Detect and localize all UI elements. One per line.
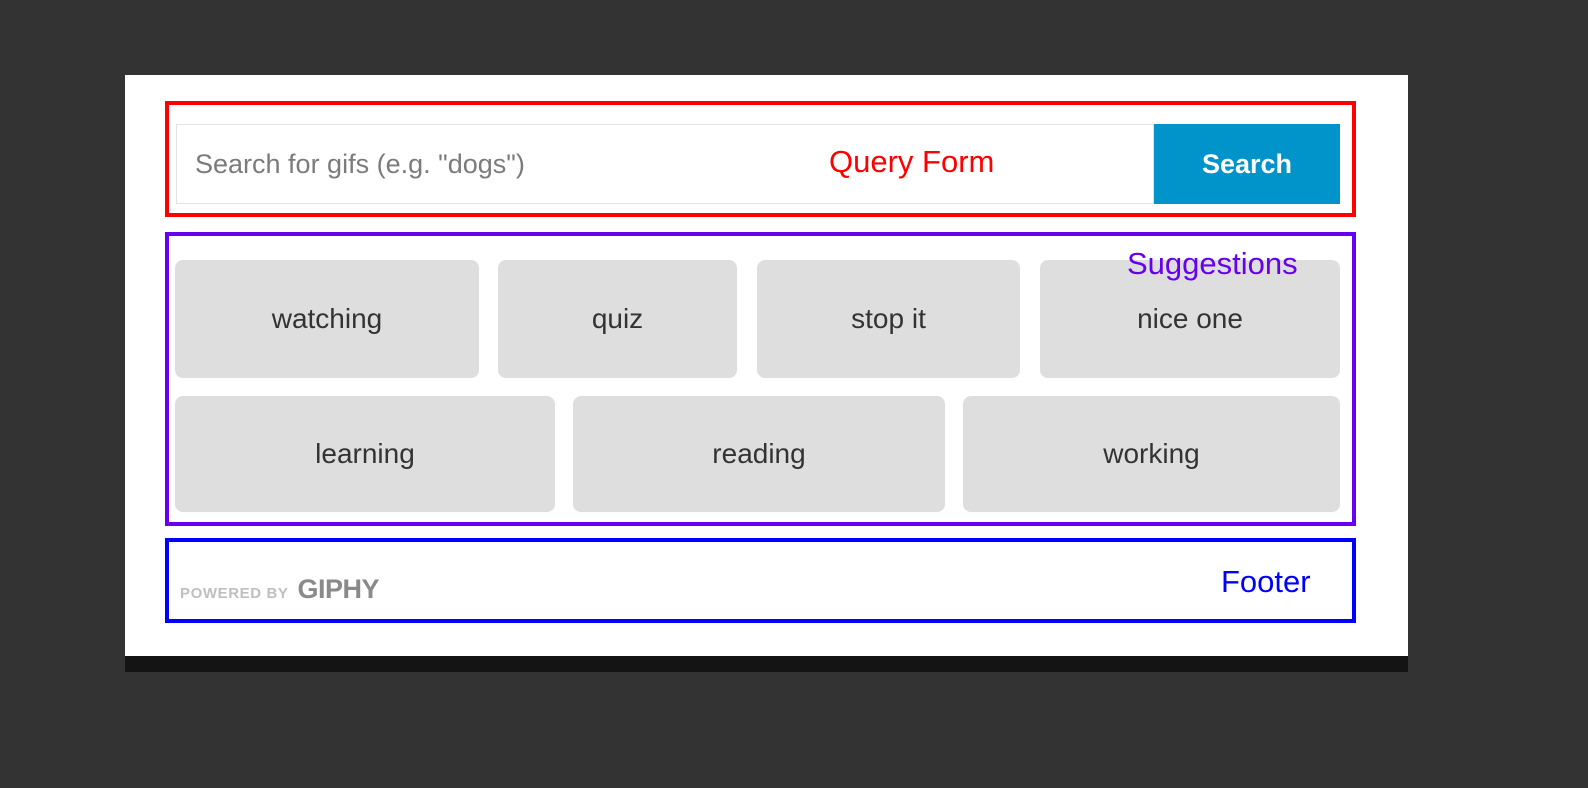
suggestions-region-outline (165, 232, 1356, 526)
query-form-region-outline (165, 101, 1356, 217)
suggestion-chip-quiz[interactable]: quiz (498, 260, 737, 378)
search-button[interactable]: Search (1154, 124, 1340, 204)
suggestion-chip-working[interactable]: working (963, 396, 1340, 512)
suggestion-chip-watching[interactable]: watching (175, 260, 479, 378)
giphy-wordmark: GIPHY (297, 574, 380, 604)
suggestion-chip-reading[interactable]: reading (573, 396, 945, 512)
search-form: Search (176, 124, 1340, 204)
search-input[interactable] (176, 124, 1154, 204)
powered-by-label: POWERED BY (180, 585, 289, 602)
annotation-label-query-form: Query Form (829, 144, 995, 179)
suggestion-chip-nice-one[interactable]: nice one (1040, 260, 1340, 378)
app-card-bottom-bar (125, 656, 1408, 672)
footer-region-outline (165, 538, 1356, 623)
suggestion-chip-learning[interactable]: learning (175, 396, 555, 512)
annotation-label-footer: Footer (1221, 564, 1311, 599)
suggestion-chip-stop-it[interactable]: stop it (757, 260, 1020, 378)
annotation-label-suggestions: Suggestions (1127, 246, 1298, 281)
giphy-attribution: POWERED BY GIPHY (180, 574, 380, 605)
